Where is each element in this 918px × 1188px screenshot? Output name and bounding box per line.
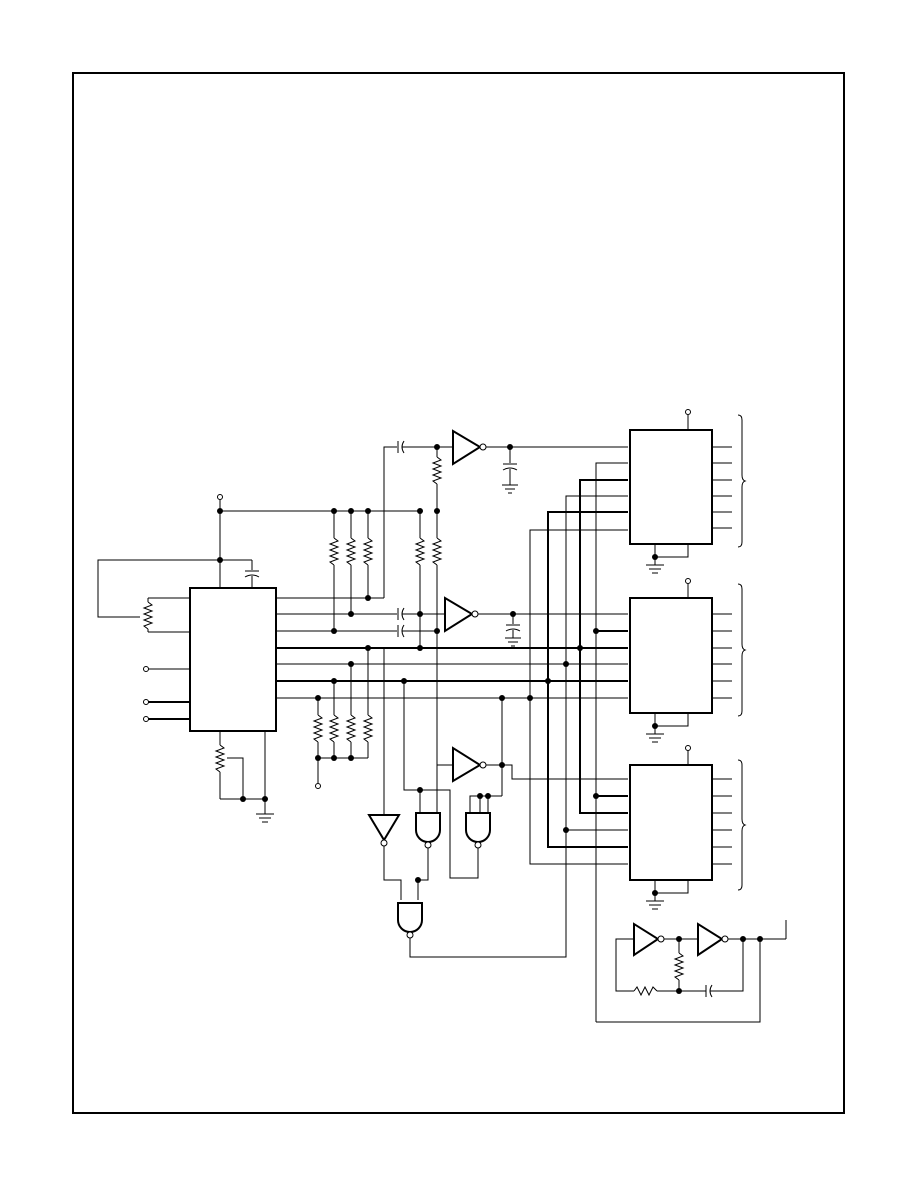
counter-bus <box>529 462 628 1022</box>
pullup-resistors <box>328 484 443 765</box>
inverter-top <box>452 429 628 494</box>
vcc-terminal <box>685 745 691 751</box>
oscillator <box>596 920 787 1023</box>
counter-ic-1 <box>629 414 747 574</box>
and-gate-3 <box>397 661 569 958</box>
vcc-terminal <box>685 409 691 415</box>
inverter-low <box>437 698 628 796</box>
figure-frame <box>72 72 845 1114</box>
counter-ic-3 <box>629 751 747 910</box>
buffer-gate <box>367 648 402 900</box>
vcc-terminal <box>217 494 223 500</box>
counter-ic-2 <box>629 583 747 743</box>
bias-terminal <box>315 783 321 789</box>
pulldown-resistors <box>312 648 374 783</box>
input-terminal <box>143 716 149 722</box>
input-terminal <box>143 699 149 705</box>
main-ic <box>97 500 420 823</box>
inverter-mid <box>444 596 628 647</box>
coupling-caps-mid <box>397 607 445 638</box>
vcc-terminal <box>685 578 691 584</box>
input-terminal <box>143 666 149 672</box>
and-gate-2 <box>420 789 502 879</box>
and-gate-1 <box>403 681 441 900</box>
coupling-cap-top <box>383 440 453 598</box>
